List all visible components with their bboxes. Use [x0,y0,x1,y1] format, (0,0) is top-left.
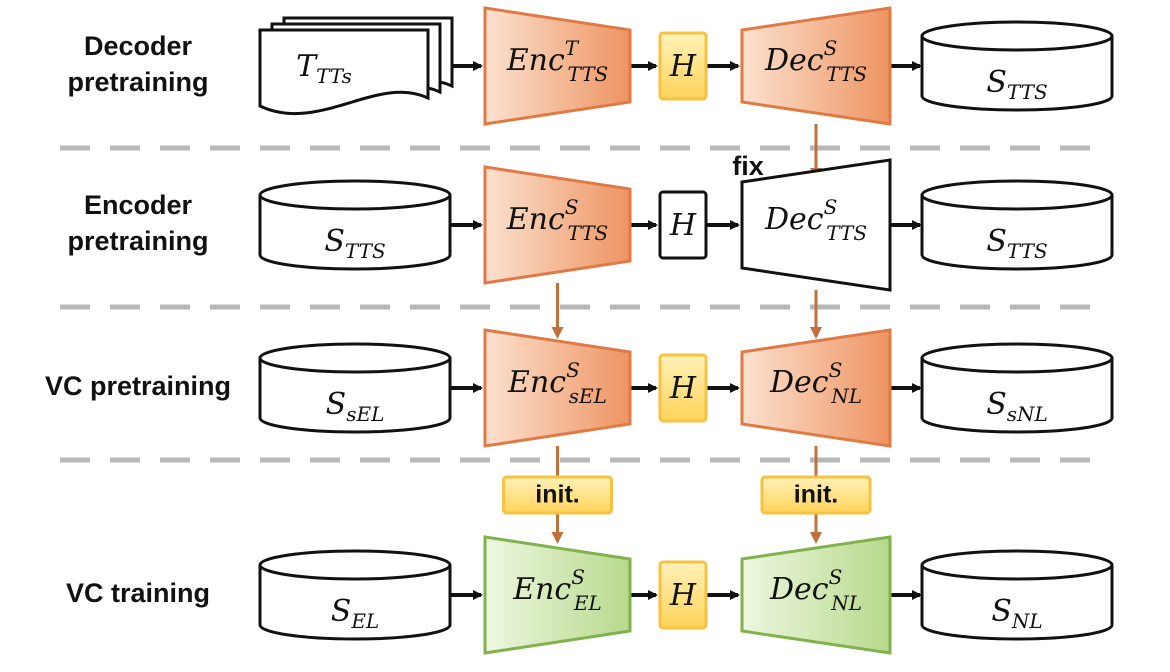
init-box [502,475,613,515]
decoder-block [740,158,892,292]
input-cylinder [258,342,452,434]
output-cylinder [920,549,1114,641]
hidden-block [658,190,708,260]
row-label: pretraining [67,67,208,97]
decoder-block [740,6,892,126]
input-cylinder [258,179,452,271]
input-label: SEL [331,594,379,633]
init-label: init. [535,481,579,509]
hidden-block [658,31,708,101]
hidden-block [658,560,708,630]
row-label: Encoder [84,190,193,220]
encoder-block [483,6,632,126]
init-label: init. [794,481,838,509]
input-cylinder [258,549,452,641]
init-box-decoder: init. [760,475,872,515]
hidden-label: H [669,578,697,613]
hidden-label: H [669,371,697,406]
output-cylinder [920,342,1114,434]
decoder-block [740,535,892,655]
output-label: SNL [991,594,1042,633]
row-label: VC training [66,578,210,608]
row-label: pretraining [67,226,208,256]
output-label: STTS [986,65,1047,104]
annotations: fix init. init. [502,151,872,515]
encoder-block [483,328,632,448]
row-label: Decoder [84,31,193,61]
init-box [760,475,872,515]
encoder-block [483,165,632,285]
row-label: VC pretraining [45,371,231,401]
output-label: SsNL [986,387,1048,426]
hidden-label: H [669,49,697,84]
output-cylinder [920,179,1114,271]
row-dividers [60,145,1110,463]
input-label: TTTs [296,49,352,88]
input-documents [258,16,454,116]
fix-label: fix [732,151,764,181]
encoder-block [483,535,632,655]
input-label: SsEL [326,387,385,426]
decoder-block [740,328,892,448]
hidden-label: H [669,208,697,243]
input-label: STTS [324,224,385,263]
output-cylinder [920,20,1114,112]
init-box-encoder: init. [502,475,613,515]
hidden-block [658,353,708,423]
output-label: STTS [986,224,1047,263]
